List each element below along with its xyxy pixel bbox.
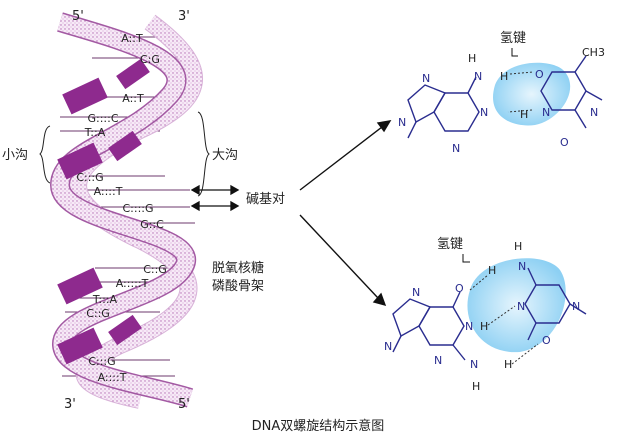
major-groove-label: 大沟 bbox=[212, 148, 238, 163]
top-n-amine: N bbox=[474, 70, 482, 83]
bottom-n-8: N bbox=[572, 300, 580, 313]
backbone-label-line2: 磷酸骨架 bbox=[212, 279, 264, 294]
bottom-n-2: N bbox=[384, 340, 392, 353]
guanine-cytosine-pair: N N N N O H N H H N H H N O N 氢键 bbox=[384, 237, 587, 393]
bottom-o-1: O bbox=[455, 282, 464, 295]
minor-groove-label: 小沟 bbox=[2, 148, 28, 163]
adenine-thymine-pair: N N N N N H H O H N O N CH3 氢键 bbox=[398, 31, 605, 155]
bottom-n-1: N bbox=[412, 286, 420, 299]
bottom-o-2: O bbox=[542, 334, 551, 347]
base-pair-label: 碱基对 bbox=[246, 192, 285, 207]
bottom-n-6: N bbox=[518, 260, 526, 273]
bp-10: C::G bbox=[143, 263, 167, 276]
bp-1: A::T bbox=[121, 32, 143, 45]
hbond-label-top: 氢键 bbox=[500, 31, 526, 46]
bottom-h-5: H bbox=[488, 264, 496, 277]
top-n-6: N bbox=[590, 106, 598, 119]
base-pair-arrows bbox=[190, 184, 240, 212]
top-n-3: N bbox=[480, 106, 488, 119]
bp-9: G::C bbox=[140, 218, 164, 231]
bottom-right-end-label: 5' bbox=[178, 397, 190, 412]
bp-14: C:::G bbox=[88, 355, 115, 368]
hbond-label-bottom: 氢键 bbox=[437, 237, 463, 252]
top-n-4: N bbox=[452, 142, 460, 155]
top-n-5: N bbox=[542, 106, 550, 119]
bp-2: C:G bbox=[140, 53, 160, 66]
bp-5: T::A bbox=[84, 126, 106, 139]
bottom-h-1: H bbox=[480, 320, 488, 333]
hbond-cloud-bottom bbox=[467, 258, 566, 353]
bottom-h-2: H bbox=[472, 380, 480, 393]
top-h-2: H bbox=[500, 70, 508, 83]
bp-4: G::::C bbox=[87, 112, 118, 125]
figure-caption: DNA双螺旋结构示意图 bbox=[252, 418, 385, 434]
bp-13: C::G bbox=[86, 307, 110, 320]
bp-12: T:::A bbox=[92, 293, 118, 306]
major-groove-annotation: 大沟 bbox=[197, 111, 238, 197]
bottom-n-5: N bbox=[470, 358, 478, 371]
hbond-cloud-top bbox=[493, 62, 571, 126]
top-o-1: O bbox=[535, 68, 544, 81]
methyl-label: CH3 bbox=[582, 46, 605, 59]
top-right-end-label: 3' bbox=[178, 9, 190, 24]
bottom-n-7: N bbox=[517, 300, 525, 313]
bottom-h-3: H bbox=[504, 358, 512, 371]
top-h-1: H bbox=[468, 52, 476, 65]
top-left-end-label: 5' bbox=[72, 9, 84, 24]
bp-15: A::::T bbox=[98, 371, 127, 384]
bp-3: A::T bbox=[122, 92, 144, 105]
top-n-2: N bbox=[398, 116, 406, 129]
minor-groove-annotation: 小沟 bbox=[2, 125, 51, 184]
top-h-3: H bbox=[520, 108, 528, 121]
base-pair-labels: A::T C:G A::T G::::C T::A C:::G A::::T C… bbox=[76, 32, 166, 384]
bottom-n-3: N bbox=[434, 354, 442, 367]
double-helix: A::T C:G A::T G::::C T::A C:::G A::::T C… bbox=[49, 9, 203, 412]
bottom-left-end-label: 3' bbox=[64, 397, 76, 412]
bp-7: A::::T bbox=[94, 185, 123, 198]
bottom-n-4: N bbox=[465, 320, 473, 333]
top-n-1: N bbox=[422, 72, 430, 85]
pointer-arrows bbox=[299, 120, 392, 307]
backbone-label-line1: 脱氧核糖 bbox=[212, 260, 264, 276]
bottom-h-4: H bbox=[514, 240, 522, 253]
front-strand bbox=[49, 12, 196, 408]
bp-11: A:::::T bbox=[116, 277, 149, 290]
bp-8: C::::G bbox=[122, 202, 153, 215]
bp-6: C:::G bbox=[76, 171, 103, 184]
top-o-2: O bbox=[560, 136, 569, 149]
